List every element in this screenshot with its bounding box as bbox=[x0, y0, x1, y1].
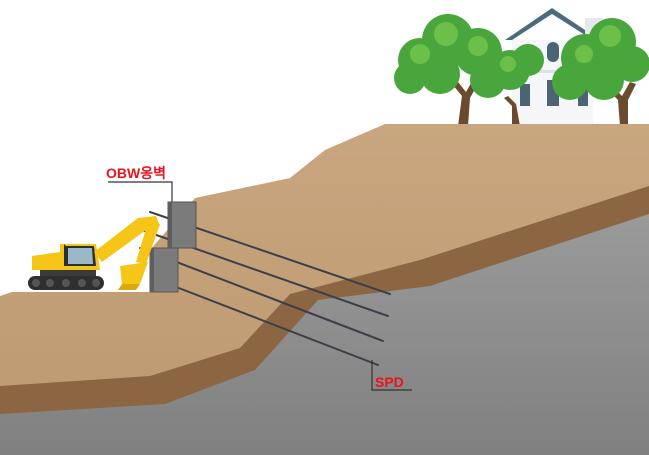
obw-retaining-wall bbox=[149, 201, 197, 293]
label-leader-lines bbox=[108, 181, 412, 391]
excavator-icon bbox=[28, 216, 160, 290]
spd-anchor-label: SPD bbox=[375, 374, 404, 390]
obw-wall-label: OBW옹벽 bbox=[106, 165, 166, 181]
bedrock-layer bbox=[0, 214, 649, 455]
tree-icon bbox=[394, 14, 649, 126]
